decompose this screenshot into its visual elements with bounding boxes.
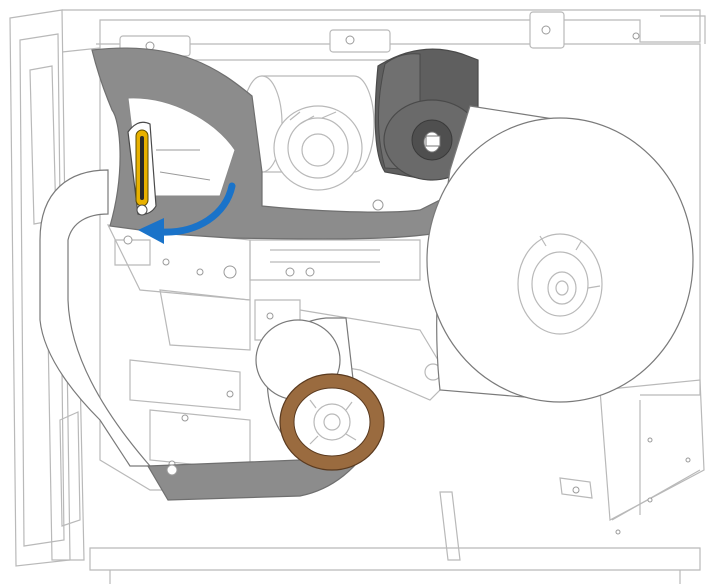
rotate-direction-arrow-icon bbox=[138, 182, 236, 244]
ribbon-path bbox=[91, 47, 464, 240]
ribbon-roll bbox=[374, 48, 481, 181]
media-liner-path bbox=[39, 169, 152, 467]
printhead-open-lever-icon[interactable] bbox=[127, 121, 211, 216]
ribbon-supply-spindle bbox=[241, 75, 375, 191]
liner-takeup-roll bbox=[255, 317, 385, 471]
media-roll bbox=[426, 105, 694, 403]
